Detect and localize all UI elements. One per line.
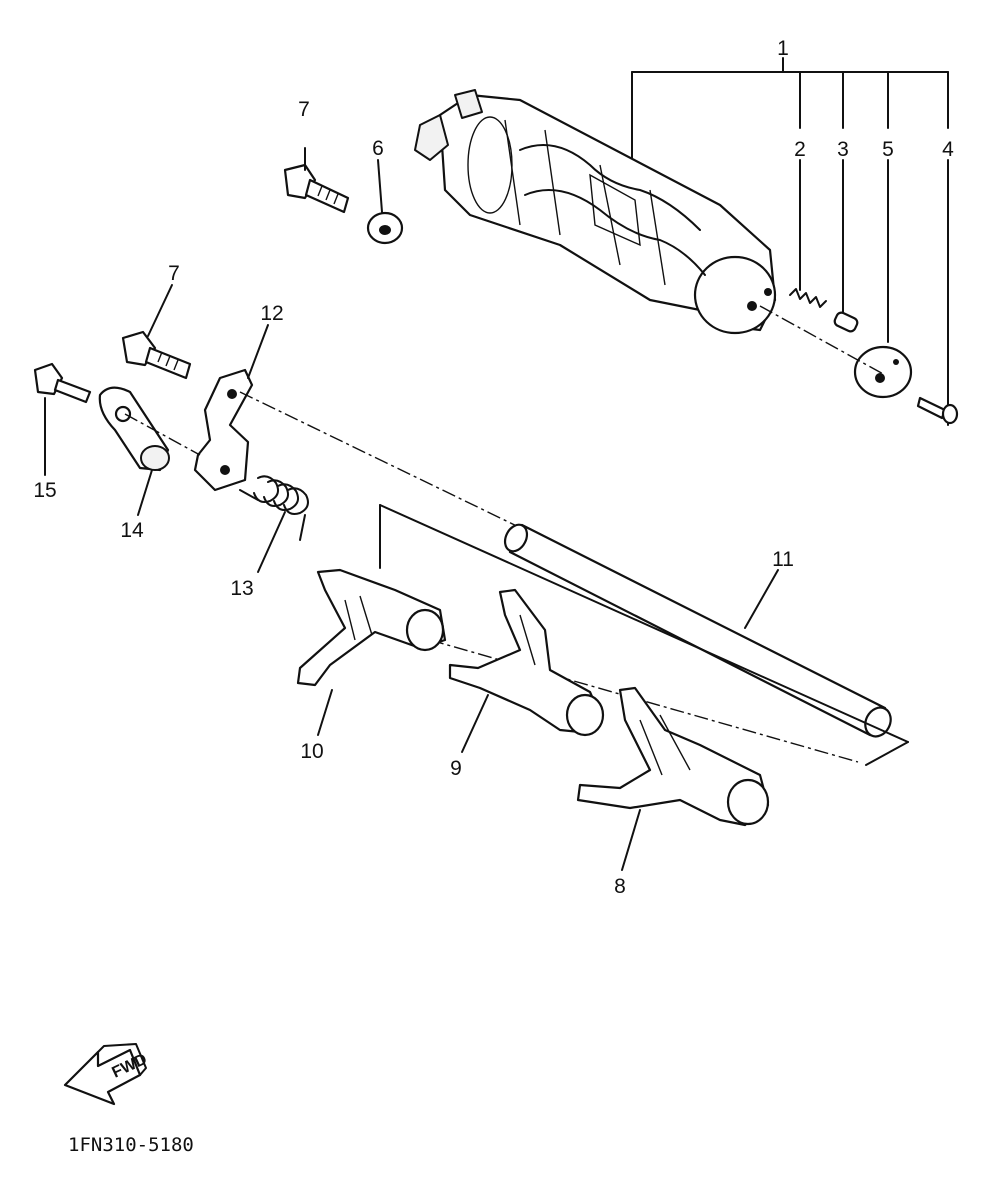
- callout-15: 15: [33, 479, 56, 502]
- torsion-spring: [239, 475, 309, 541]
- callout-13: 13: [230, 577, 253, 600]
- callout-8: 8: [614, 875, 626, 898]
- fwd-arrow-icon: FWD: [63, 1043, 150, 1106]
- segment-plate: [193, 368, 254, 492]
- lever-bolt: [33, 362, 92, 404]
- callout-4: 4: [942, 138, 954, 161]
- callout-10: 10: [300, 740, 323, 763]
- callout-7-upper: 7: [298, 98, 310, 121]
- callout-7-lower: 7: [168, 262, 180, 285]
- stopper-lever: [98, 386, 170, 472]
- collar-washer: [366, 211, 404, 245]
- callout-12: 12: [260, 302, 283, 325]
- stopper-plate: [853, 345, 913, 399]
- plate-screw: [916, 396, 959, 425]
- bolt-upper: [283, 163, 350, 214]
- callout-2: 2: [794, 138, 806, 161]
- callout-1: 1: [777, 37, 789, 60]
- shift-drum: [414, 89, 777, 335]
- callout-9: 9: [450, 757, 462, 780]
- callout-11: 11: [772, 548, 794, 571]
- callout-3: 3: [837, 138, 849, 161]
- shift-fork-9: [448, 588, 605, 737]
- leader-lines: [44, 147, 779, 871]
- bolt-lower: [121, 330, 192, 380]
- diagram-code: 1FN310-5180: [68, 1134, 194, 1156]
- fork-group-bracket: [379, 504, 909, 766]
- callout-14: 14: [120, 519, 144, 542]
- group-1-bracket: [631, 57, 949, 426]
- detent-pin: [833, 311, 859, 333]
- callout-6: 6: [372, 137, 384, 160]
- fork-shaft: [503, 523, 892, 738]
- callout-5: 5: [882, 138, 894, 161]
- detent-spring: [789, 288, 827, 308]
- shift-fork-8: [576, 686, 770, 827]
- shift-fork-10: [296, 568, 447, 687]
